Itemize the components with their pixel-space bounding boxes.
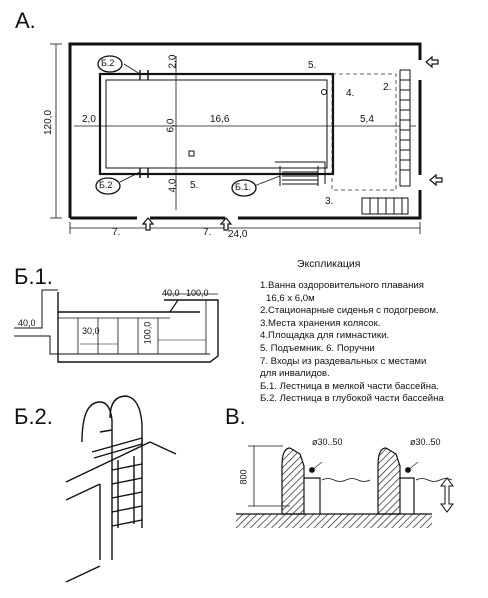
dim-top-gap: 2,0 [167, 54, 179, 69]
plan-walls [68, 42, 422, 220]
zone-3-label: 3. [325, 196, 334, 207]
callout-b1: Б.1. [235, 182, 251, 192]
callout-circles [95, 55, 257, 197]
v-dia-right: ø30..50 [410, 437, 441, 447]
dim-right-gap: 5,4 [360, 114, 374, 125]
v-dia-left: ø30..50 [312, 437, 343, 447]
dim-overall-height: 120,0 [43, 109, 55, 136]
ladder-b1-section [14, 289, 219, 363]
entry-right-label: 7. [203, 227, 212, 238]
legend-item: Б.1. Лестница в мелкой части бассейна. [260, 380, 439, 392]
zone-5-bottom-label: 5. [190, 180, 199, 191]
b1-dim-3: 40,0 [18, 318, 36, 328]
ladder-b2-drawing [65, 395, 177, 583]
zone-4-label: 4. [346, 88, 355, 99]
stair-b1-plan [275, 161, 326, 186]
legend-item: Б.2. Лестница в глубокой части бассейна [260, 393, 444, 405]
legend-item: 5. Подъемник. 6. Поручни [260, 342, 375, 354]
entry-left-label: 7. [112, 227, 121, 238]
heated-seats [399, 69, 411, 187]
lifter-symbols [188, 89, 327, 157]
b1-dim-1: 40,0 [162, 288, 180, 298]
legend-list: 1.Ванна оздоровительного плавания 16,6 х… [260, 280, 488, 406]
zone-5-top-label: 5. [308, 60, 317, 71]
section-v-drawing [236, 445, 454, 528]
plan-dimension-lines [50, 43, 421, 234]
legend-item: 1.Ванна оздоровительного плавания [260, 280, 424, 291]
dim-left-gap: 2,0 [82, 114, 96, 125]
section-v-label: В. [225, 404, 246, 429]
dim-overall-width: 24,0 [228, 229, 248, 240]
section-b1-label: Б.1. [14, 264, 53, 289]
entry-arrows [141, 55, 443, 231]
legend-item: 7. Входы из раздевальных с местами [260, 355, 427, 367]
legend-item: 16,6 х 6,0м [266, 292, 315, 304]
b1-dim-2: 100,0 [186, 288, 209, 298]
zone-2-label: 2. [383, 82, 392, 93]
legend-item: 4.Площадка для гимнастики. [260, 330, 390, 342]
legend-title: Экспликация [297, 258, 361, 270]
gymnastics-area [331, 73, 397, 191]
dim-pool-width: 6,0 [165, 118, 177, 133]
ladder-b2-marks [139, 70, 149, 178]
pool-basin [98, 72, 335, 176]
legend-item: для инвалидов. [260, 368, 330, 380]
wheelchair-storage [361, 197, 409, 215]
legend-item: 3.Места хранения колясок. [260, 317, 381, 329]
v-height-label: 800 [238, 469, 249, 485]
callout-b2-top: Б.2 [101, 58, 115, 68]
dim-pool-length: 16,6 [210, 114, 230, 125]
dim-bottom-gap: 4,0 [167, 178, 179, 193]
b1-dim-4: 30,0 [82, 326, 100, 336]
legend-item: 2.Стационарные сиденья с подогревом. [260, 305, 439, 317]
callout-leaders [119, 63, 281, 187]
b1-dim-5: 100,0 [142, 321, 153, 345]
section-a-label: А. [15, 8, 36, 33]
section-b2-label: Б.2. [14, 404, 53, 429]
callout-b2-bottom: Б.2 [99, 180, 113, 190]
